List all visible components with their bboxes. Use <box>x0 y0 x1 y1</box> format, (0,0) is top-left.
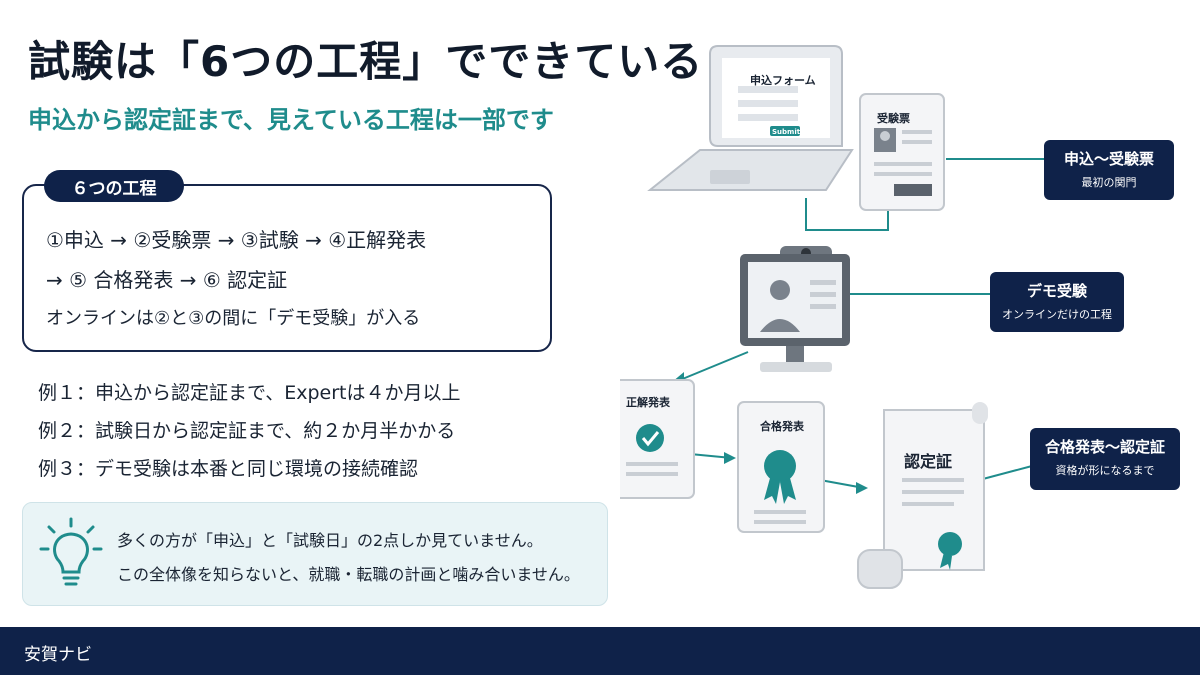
label-result: 合格発表〜認定証 資格が形になるまで <box>1030 428 1180 490</box>
lightbulb-icon <box>39 517 103 586</box>
label-result-title: 合格発表〜認定証 <box>1044 438 1165 456</box>
note-box: 多くの方が「申込」と「試験日」の2点しか見ていません。 この全体像を知らないと、… <box>22 502 608 606</box>
form-submit-button: Submit <box>772 128 801 136</box>
pass-title: 合格発表 <box>760 420 804 433</box>
process-tag: ６つの工程 <box>44 170 184 202</box>
answer-title: 正解発表 <box>626 396 670 409</box>
process-line-2: → ⑤ 合格発表 → ⑥ 認定証 <box>46 268 288 292</box>
pass-card-illustration <box>737 401 825 533</box>
label-apply: 申込〜受験票 最初の関門 <box>1044 140 1174 200</box>
process-line-3: オンラインは②と③の間に「デモ受験」が入る <box>46 308 421 329</box>
note-line-1: 多くの方が「申込」と「試験日」の2点しか見ていません。 <box>117 531 543 550</box>
exam-ticket-illustration <box>859 93 945 211</box>
answer-card-illustration <box>620 379 695 499</box>
label-demo-title: デモ受験 <box>1026 282 1087 300</box>
ticket-title: 受験票 <box>877 112 910 125</box>
example-1: 例１：申込から認定証まで、Expertは４か月以上 <box>38 382 461 404</box>
example-2: 例２：試験日から認定証まで、約２か月半かかる <box>38 420 456 442</box>
example-3: 例３：デモ受験は本番と同じ環境の接続確認 <box>38 458 419 480</box>
footer-bar: 安賀ナビ <box>0 627 1200 675</box>
label-demo-sub: オンラインだけの工程 <box>1002 308 1112 321</box>
label-apply-sub: 最初の関門 <box>1081 176 1137 189</box>
process-box: ①申込 → ②受験票 → ③試験 → ④正解発表 → ⑤ 合格発表 → ⑥ 認定… <box>22 184 552 352</box>
webcam-monitor-illustration <box>740 246 850 372</box>
certificate-scroll-illustration <box>857 402 988 589</box>
label-result-sub: 資格が形になるまで <box>1055 464 1155 477</box>
footer-brand: 安賀ナビ <box>24 645 92 665</box>
page-subtitle: 申込から認定証まで、見えている工程は一部です <box>28 106 554 134</box>
process-illustration <box>620 45 1044 589</box>
note-line-2: この全体像を知らないと、就職・転職の計画と噛み合いません。 <box>117 565 580 584</box>
process-line-1: ①申込 → ②受験票 → ③試験 → ④正解発表 <box>46 228 427 252</box>
label-apply-title: 申込〜受験票 <box>1063 150 1154 168</box>
label-demo: デモ受験 オンラインだけの工程 <box>990 272 1124 332</box>
certificate-title: 認定証 <box>904 452 953 471</box>
page-title: 試験は「6つの工程」でできている <box>28 37 704 86</box>
laptop-illustration <box>647 45 854 191</box>
form-title: 申込フォーム <box>750 74 816 87</box>
